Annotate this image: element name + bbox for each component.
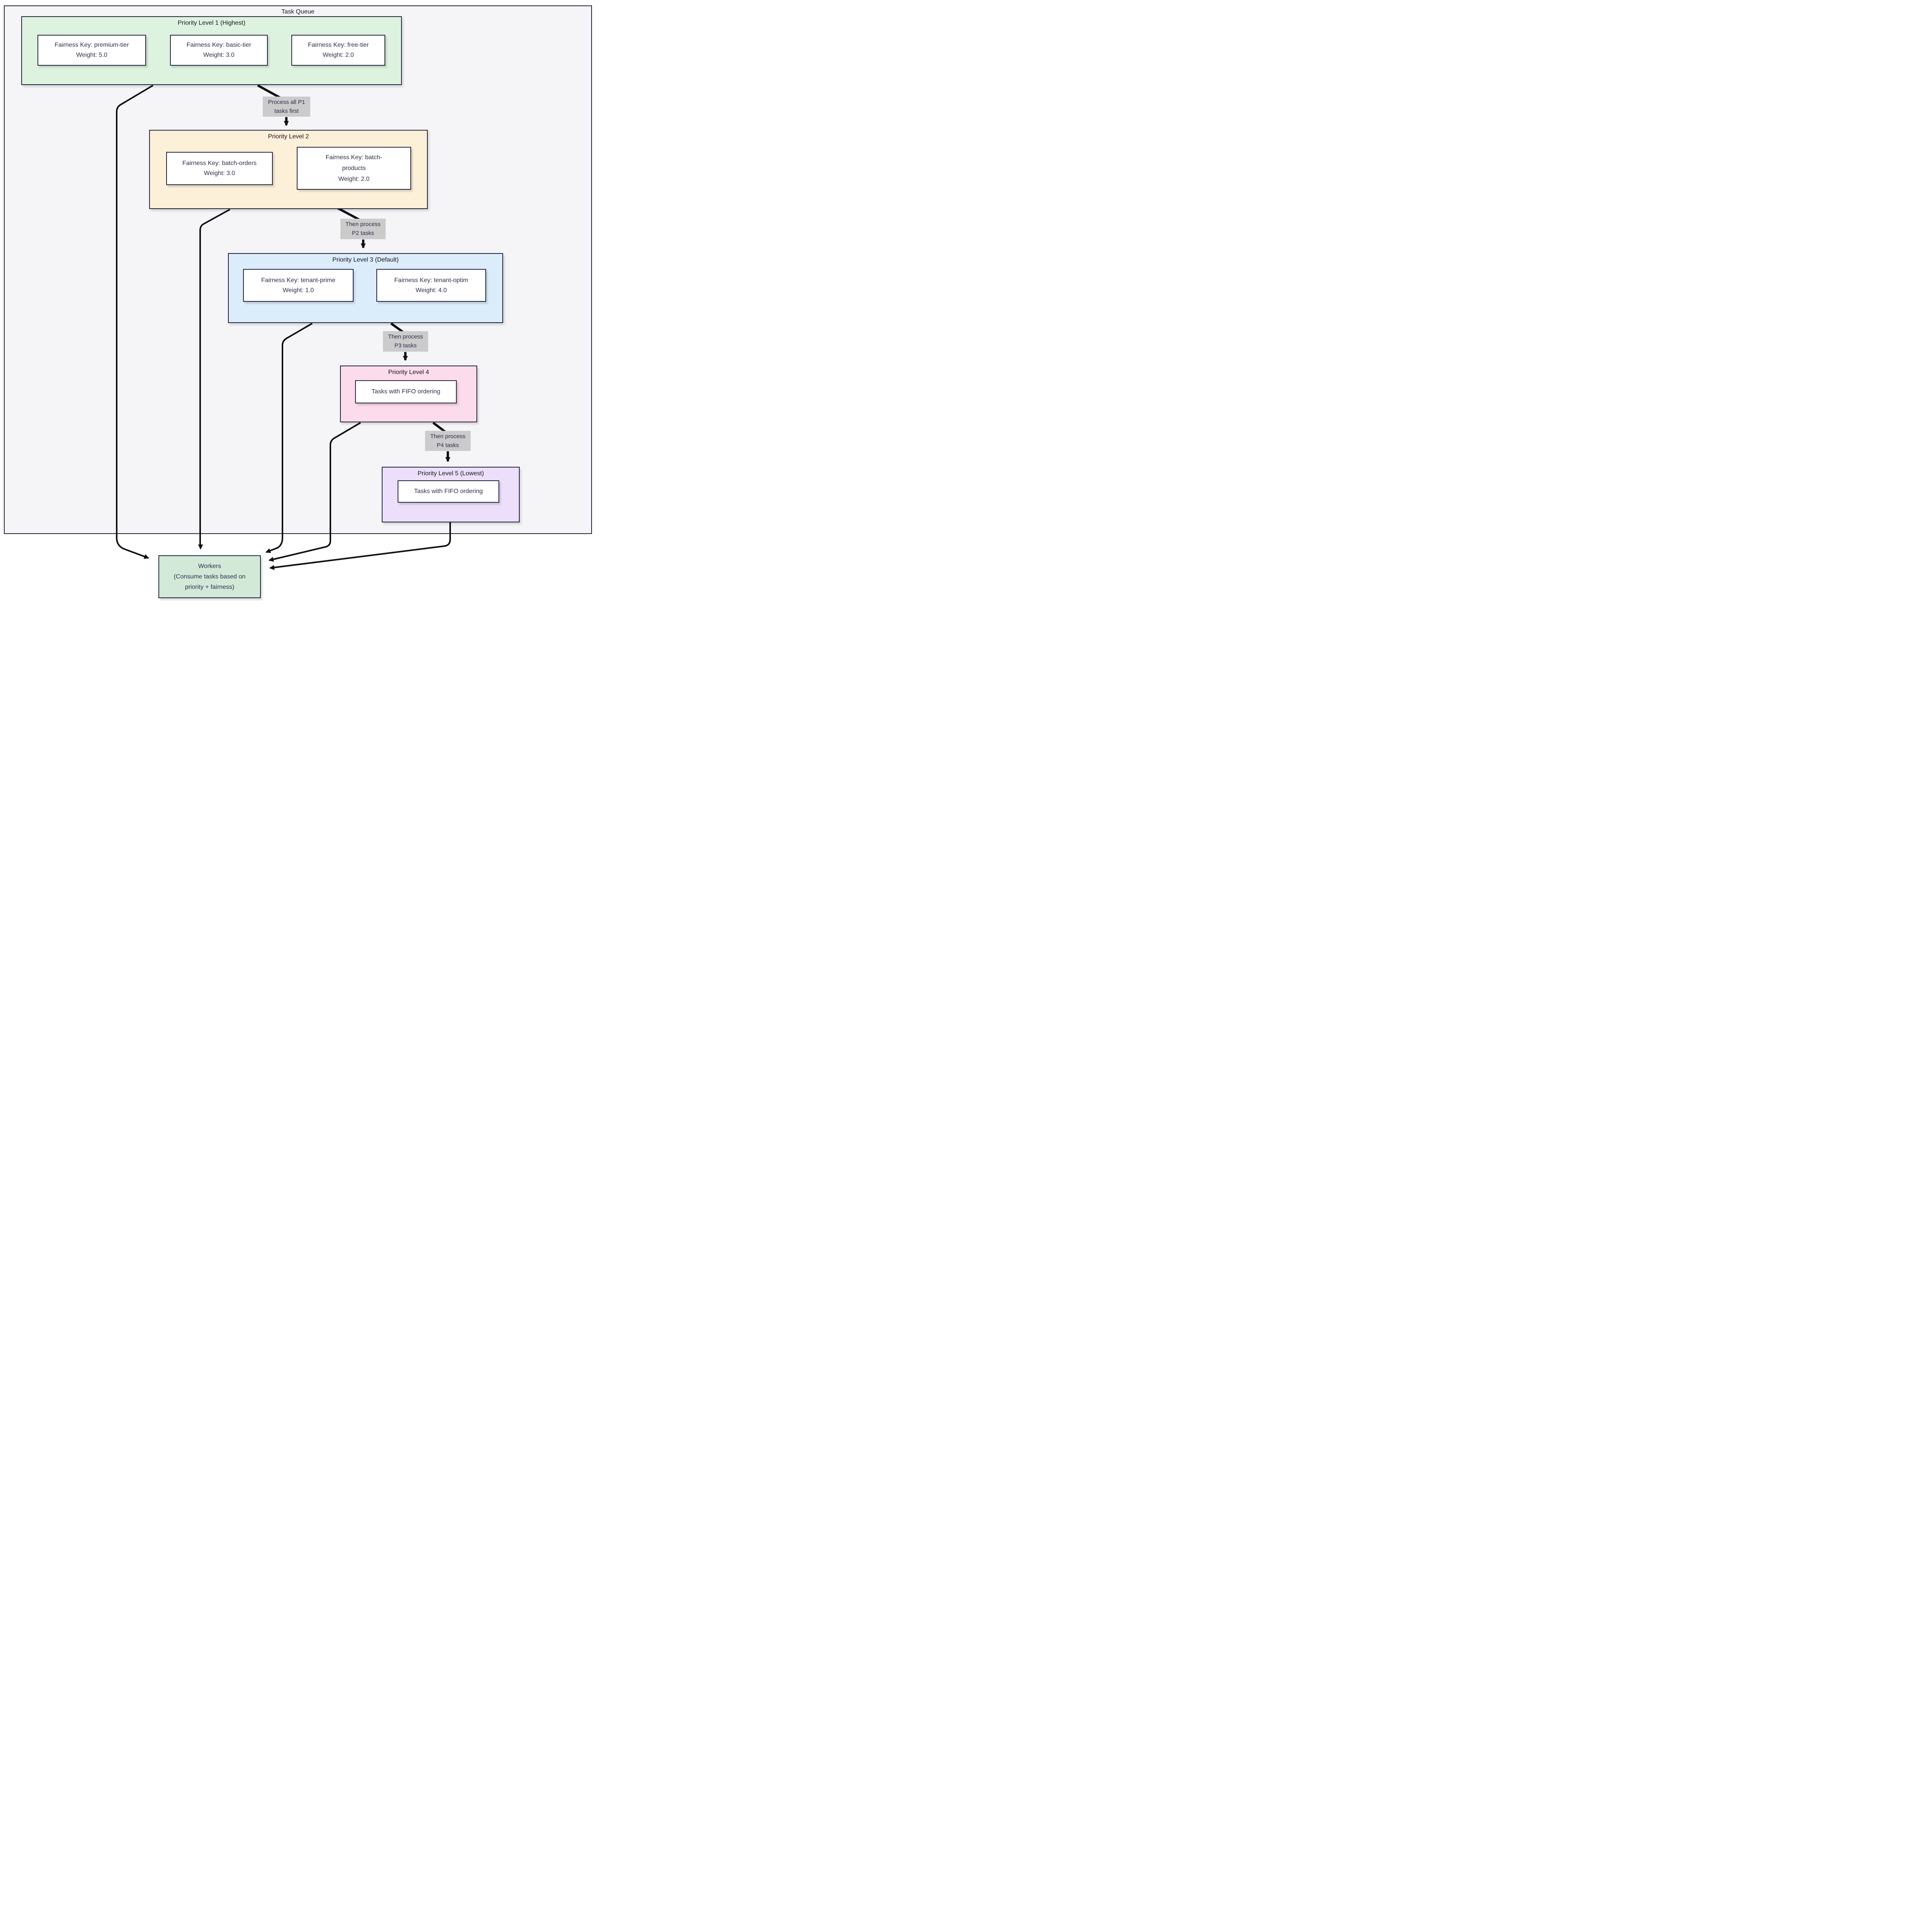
node-basic-tier: Fairness Key: basic-tier Weight: 3.0 [170, 35, 268, 66]
node-line: Fairness Key: free-tier [308, 42, 369, 48]
node-tenant-optim: Fairness Key: tenant-optim Weight: 4.0 [376, 269, 486, 302]
edge-label-line: Then process [345, 221, 381, 228]
node-line: Fairness Key: batch- [325, 154, 383, 161]
diagram-title: Task Queue [281, 9, 315, 15]
node-line: Fairness Key: tenant-prime [261, 277, 336, 284]
edge-label-line: P3 tasks [394, 342, 417, 349]
node-line: Workers [198, 563, 221, 570]
subgraph-priority-3-title: Priority Level 3 (Default) [332, 257, 399, 263]
subgraph-priority-5-title: Priority Level 5 (Lowest) [417, 470, 484, 477]
edge-label-line: Then process [430, 433, 466, 440]
node-tenant-prime: Fairness Key: tenant-prime Weight: 1.0 [243, 269, 354, 302]
edge-label-line: P2 tasks [352, 230, 374, 236]
node-line: Tasks with FIFO ordering [414, 488, 483, 495]
node-line: Weight: 2.0 [323, 52, 354, 58]
subgraph-priority-4-title: Priority Level 4 [388, 369, 429, 376]
node-line: Weight: 4.0 [415, 287, 447, 294]
node-line: Fairness Key: basic-tier [186, 42, 252, 48]
node-batch-orders: Fairness Key: batch-orders Weight: 3.0 [166, 152, 273, 185]
node-line: Fairness Key: batch-orders [182, 160, 257, 167]
node-line: Weight: 3.0 [203, 52, 235, 58]
node-line: Weight: 5.0 [76, 52, 107, 58]
edge-label-line: tasks first [274, 108, 299, 114]
node-free-tier: Fairness Key: free-tier Weight: 2.0 [291, 35, 385, 66]
node-line: products [342, 165, 366, 172]
edge-label-line: Process all P1 [268, 99, 305, 105]
edge-label-line: Then process [388, 333, 423, 340]
node-fifo-p5: Tasks with FIFO ordering [398, 480, 499, 503]
node-line: priority + fairness) [185, 584, 235, 590]
node-line: Tasks with FIFO ordering [371, 388, 440, 395]
workers-node: Workers (Consume tasks based on priority… [158, 555, 261, 598]
diagram-page: Task Queue Priority Level 1 (Highest) Fa… [0, 0, 596, 601]
node-line: (Consume tasks based on [173, 573, 246, 580]
edge-label-line: P4 tasks [437, 442, 459, 449]
node-line: Fairness Key: tenant-optim [394, 277, 468, 284]
node-batch-products: Fairness Key: batch- products Weight: 2.… [297, 147, 411, 190]
edge-label-p4-p5: Then process P4 tasks [425, 431, 471, 451]
node-fifo-p4: Tasks with FIFO ordering [355, 380, 457, 403]
node-line: Fairness Key: premium-tier [54, 42, 129, 48]
node-premium-tier: Fairness Key: premium-tier Weight: 5.0 [37, 35, 146, 66]
edge-label-p2-p3: Then process P2 tasks [340, 219, 386, 239]
subgraph-priority-2-title: Priority Level 2 [268, 133, 309, 140]
node-line: Weight: 2.0 [338, 175, 370, 182]
edge-label-p1-p2: Process all P1 tasks first [263, 97, 310, 117]
subgraph-priority-1-title: Priority Level 1 (Highest) [177, 20, 246, 26]
node-line: Weight: 3.0 [204, 170, 235, 177]
edge-label-p3-p4: Then process P3 tasks [383, 331, 428, 352]
node-line: Weight: 1.0 [282, 287, 314, 294]
